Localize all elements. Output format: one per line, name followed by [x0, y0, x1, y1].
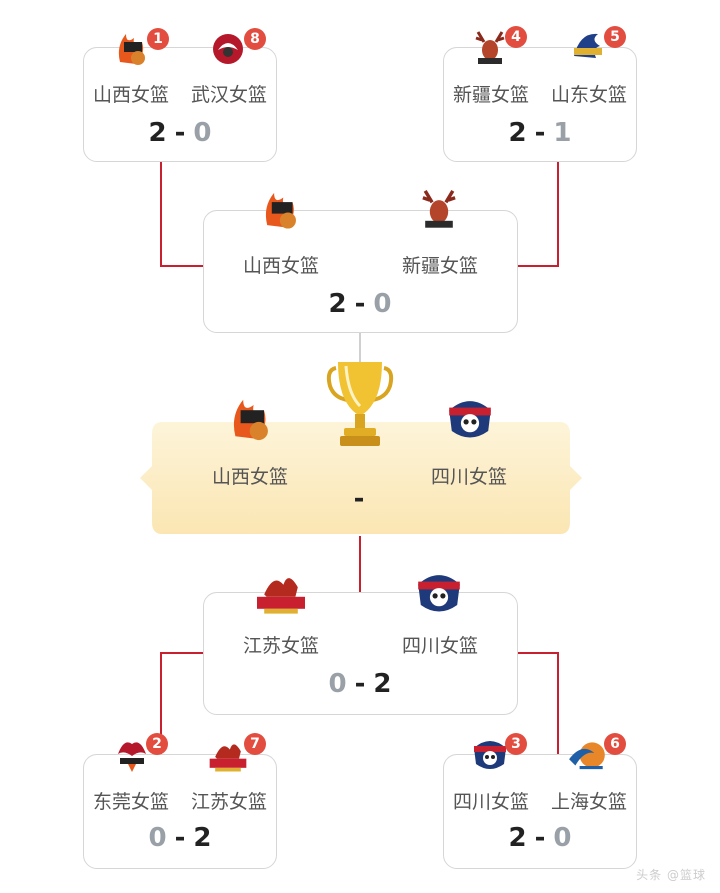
final-match-panel[interactable] [140, 422, 582, 534]
match-score: 0-2 [328, 669, 394, 699]
shanxi-team-logo [233, 399, 268, 441]
match-score: 2-0 [508, 823, 574, 853]
match-score: 2-1 [508, 118, 574, 148]
sichuan-team-logo [474, 741, 506, 769]
match-card-semifinal-bottom[interactable]: 江苏女篮 四川女篮 0-2 [203, 592, 518, 715]
connector-line [517, 652, 559, 654]
team-name: 上海女篮 [550, 791, 627, 813]
xinjiang-team-logo [475, 31, 505, 64]
match-card-qf-left-top[interactable]: 山西女篮 武汉女篮 2-0 [83, 47, 277, 162]
shanxi-team-logo [265, 192, 296, 229]
sichuan-team-logo [418, 575, 460, 612]
watermark: 头条 @篮球 [636, 868, 706, 882]
seed-badge: 6 [604, 733, 626, 755]
final-score: - [353, 484, 367, 514]
seed-badge: 3 [505, 733, 527, 755]
team-name: 山东女篮 [550, 84, 627, 106]
connector-line [160, 652, 162, 756]
connector-line [557, 162, 559, 266]
connector-line [557, 652, 559, 756]
shanghai-team-logo [569, 742, 605, 770]
team-name: 新疆女篮 [401, 255, 478, 277]
wuhan-team-logo [213, 34, 243, 64]
team-name: 新疆女篮 [452, 84, 529, 106]
jiangsu-team-logo [257, 578, 305, 614]
seed-badge: 2 [146, 733, 168, 755]
shanxi-team-logo [118, 34, 145, 65]
seed-badge: 5 [604, 26, 626, 48]
connector-line [160, 162, 162, 266]
connector-line [517, 265, 559, 267]
final-team-name: 四川女篮 [430, 466, 507, 488]
xinjiang-team-logo [422, 190, 456, 228]
match-score: 2-0 [148, 118, 214, 148]
team-name: 武汉女篮 [190, 84, 267, 106]
team-name: 东莞女篮 [92, 791, 169, 813]
team-name: 山西女篮 [242, 255, 319, 277]
sichuan-team-logo [449, 401, 491, 438]
connector-line [160, 265, 204, 267]
team-name: 山西女篮 [92, 84, 169, 106]
seed-badge: 7 [244, 733, 266, 755]
connector-line [160, 652, 204, 654]
dongguan-team-logo [118, 742, 146, 772]
shandong-team-logo [574, 33, 602, 58]
jiangsu-team-logo [209, 744, 247, 772]
team-name: 四川女篮 [401, 635, 478, 657]
match-score: 0-2 [148, 823, 214, 853]
seed-badge: 8 [244, 28, 266, 50]
team-name: 江苏女篮 [242, 635, 319, 657]
team-name: 四川女篮 [452, 791, 529, 813]
match-score: 2-0 [328, 289, 394, 319]
seed-badge: 4 [505, 26, 527, 48]
match-card-qf-right-top[interactable]: 新疆女篮 山东女篮 2-1 [443, 47, 637, 162]
trophy-icon [326, 362, 394, 446]
connector-line [359, 536, 361, 592]
seed-badge: 1 [147, 28, 169, 50]
team-name: 江苏女篮 [190, 791, 267, 813]
match-card-qf-right-bottom[interactable]: 四川女篮 上海女篮 2-0 [443, 754, 637, 869]
final-team-name: 山西女篮 [211, 466, 288, 488]
match-card-semifinal-top[interactable]: 山西女篮 新疆女篮 2-0 [203, 210, 518, 333]
match-card-qf-left-bottom[interactable]: 东莞女篮 江苏女篮 0-2 [83, 754, 277, 869]
